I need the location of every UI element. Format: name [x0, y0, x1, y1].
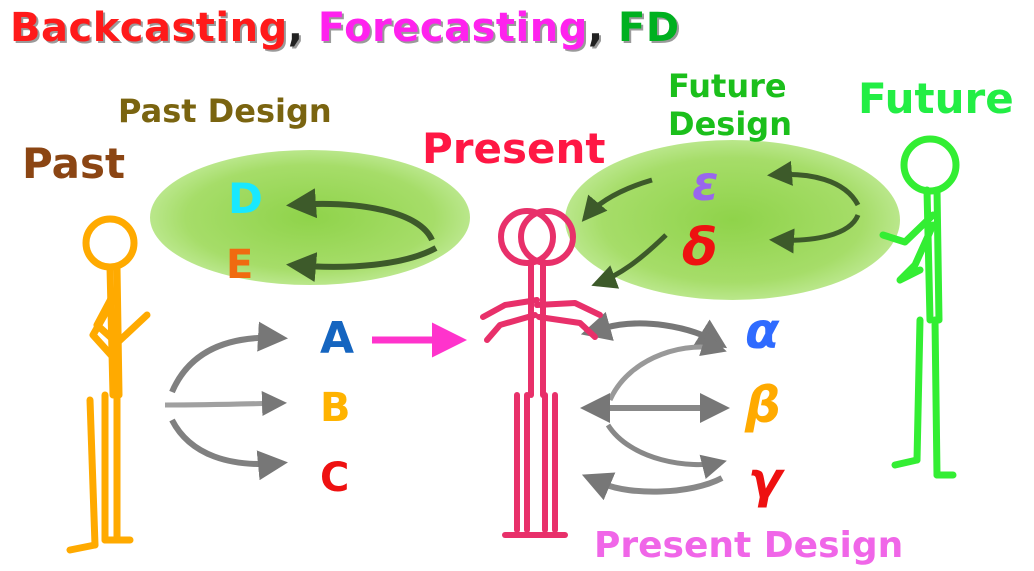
title-separator-1: ,	[287, 5, 318, 51]
option-c: C	[320, 455, 350, 501]
arrow-past-to-a	[169, 321, 288, 394]
arrow-epsilon-to-present	[581, 177, 653, 222]
stick-figure-icon	[879, 135, 960, 479]
option-alpha: α	[745, 302, 780, 360]
arrow-present-alpha	[580, 311, 728, 349]
arrow-future-to-epsilon	[767, 160, 861, 207]
arrow-present-to-d	[286, 188, 435, 242]
option-e: E	[226, 242, 254, 288]
title-fd: FD	[618, 5, 680, 51]
arrow-delta-to-present	[591, 233, 668, 289]
arrow-present-gamma-upper	[605, 423, 727, 479]
label-past-design: Past Design	[118, 92, 332, 130]
title-backcasting: Backcasting	[10, 5, 288, 51]
arrow-future-to-delta	[769, 213, 861, 254]
diagram-title: Backcasting, Forecasting, FD	[10, 8, 680, 48]
option-epsilon: ε	[692, 156, 719, 212]
label-past: Past	[22, 139, 126, 188]
stick-figure-icon	[480, 208, 603, 538]
label-future-design-line2: Design	[668, 105, 792, 143]
arrow-present-to-e	[286, 245, 438, 283]
option-a: A	[320, 313, 355, 364]
label-future: Future	[858, 74, 1014, 123]
arrow-past-to-b	[164, 391, 287, 417]
title-separator-2: ,	[587, 5, 618, 51]
label-future-design-line1: Future	[668, 67, 787, 105]
title-forecasting: Forecasting	[317, 5, 588, 51]
option-d: D	[228, 174, 263, 223]
option-delta: δ	[682, 218, 718, 278]
option-beta: β	[745, 376, 781, 434]
arrow-present-gamma	[581, 472, 724, 501]
option-gamma: γ	[748, 451, 783, 509]
arrow-past-to-c	[169, 418, 288, 481]
option-b: B	[320, 385, 351, 431]
label-present-design: Present Design	[594, 525, 904, 566]
arrow-present-beta-upper	[607, 332, 727, 402]
label-present: Present	[422, 124, 606, 173]
stick-figure-icon	[66, 215, 151, 554]
